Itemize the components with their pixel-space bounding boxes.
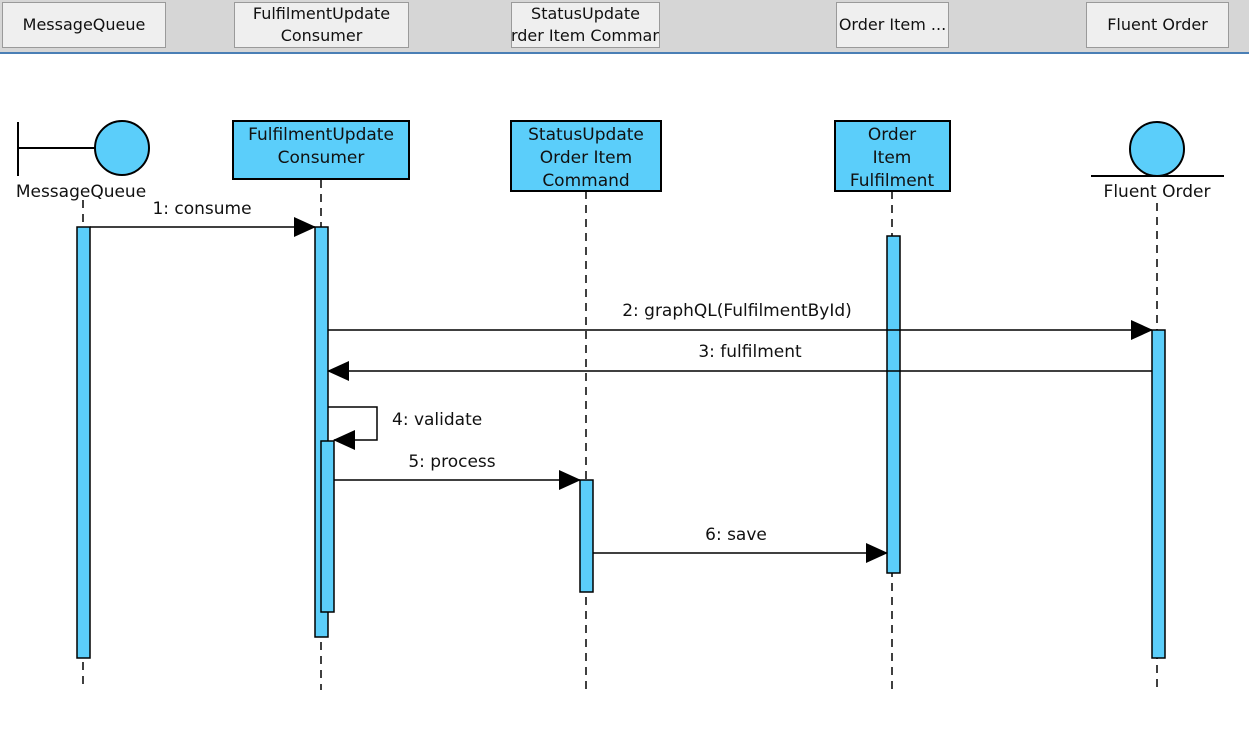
message-label-consume: 1: consume (152, 199, 251, 219)
activation-statusupdate-command (579, 479, 594, 593)
participant-fulfilmentupdate-consumer: FulfilmentUpdate Consumer (232, 120, 410, 180)
header-tab-line: FulfilmentUpdate (252, 4, 391, 23)
participant-label: Order Item (540, 148, 632, 168)
message-label-save: 6: save (705, 525, 767, 545)
message-label-validate: 4: validate (392, 410, 482, 430)
header-tab-fulfilmentupdate-consumer[interactable]: FulfilmentUpdate Consumer (234, 2, 409, 48)
message-label-fulfilment: 3: fulfilment (698, 342, 802, 362)
participant-label: Fluent Order (1104, 182, 1211, 202)
participant-fluent-order: Fluent Order (1091, 121, 1224, 202)
header-tab-messagequeue[interactable]: MessageQueue (2, 2, 166, 48)
activation-order-item-fulfilment (886, 235, 901, 574)
participant-label: StatusUpdate (528, 125, 644, 145)
header-tab-line: Consumer (280, 26, 363, 45)
header-tab-line: Order Item ... (838, 15, 947, 34)
participant-label: Command (542, 171, 629, 191)
participant-label: Item (873, 148, 912, 168)
activation-messagequeue (76, 226, 91, 659)
message-validate (328, 406, 378, 450)
boundary-icon (94, 120, 150, 176)
header-tab-fluent-order[interactable]: Fluent Order (1086, 2, 1229, 48)
activation-fluent-order (1151, 329, 1166, 659)
participant-label: Consumer (278, 148, 365, 168)
participant-label: FulfilmentUpdate (248, 125, 394, 145)
header-tab-line: MessageQueue (22, 15, 146, 34)
participant-statusupdate-command: StatusUpdate Order Item Command (510, 120, 662, 192)
participant-order-item-fulfilment: Order Item Fulfilment (834, 120, 951, 192)
header-tab-line: Fluent Order (1107, 15, 1208, 34)
participant-label: Fulfilment (850, 171, 935, 191)
header-strip: MessageQueue FulfilmentUpdate Consumer S… (0, 0, 1249, 54)
participant-messagequeue: MessageQueue (16, 120, 150, 202)
message-label-graphql: 2: graphQL(FulfilmentById) (622, 301, 852, 321)
participant-label: Order (868, 125, 916, 145)
header-tab-line: StatusUpdate (531, 4, 640, 23)
entity-icon (1129, 121, 1185, 177)
participant-label: MessageQueue (16, 182, 146, 202)
header-tab-statusupdate-command[interactable]: StatusUpdate Order Item Command (511, 2, 660, 48)
activation-fulfilmentupdate-consumer-nested (320, 440, 335, 613)
header-tab-order-item[interactable]: Order Item ... (836, 2, 949, 48)
header-tab-line: Order Item Command (511, 26, 659, 45)
message-label-process: 5: process (408, 452, 495, 472)
